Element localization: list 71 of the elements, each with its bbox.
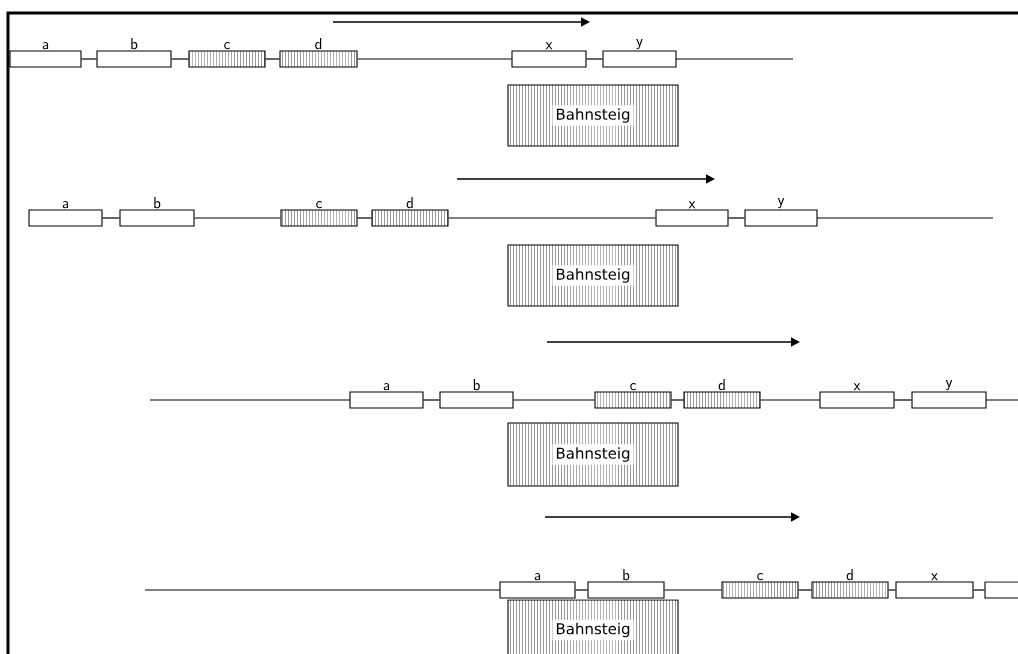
coupling-line [670,399,685,401]
coupling-line [887,589,897,591]
train-car: b [439,379,514,409]
coupling-line [663,589,723,591]
coupling-line [512,399,596,401]
coupling-line [759,399,821,401]
node-label: x [545,42,553,50]
node-label: x [931,573,938,581]
node-label: b [473,379,480,391]
coupling-line [170,58,190,60]
coupling-line [972,589,986,591]
coupling-line [574,589,589,591]
coupling-line [264,58,281,60]
train-car: a [499,573,576,599]
coupling-line [80,58,98,60]
node-label: x [853,383,861,391]
train-car: x [655,201,729,227]
train-car: c [721,573,799,599]
coupling-line [193,217,282,219]
train-car: d [279,38,358,68]
train-car: b [119,197,195,227]
coupling-line [422,399,441,401]
train-car: d [811,569,889,599]
node-label: y [945,380,953,391]
node-label: c [224,42,230,50]
train-car: b [96,38,172,68]
node-label: y [636,39,643,50]
train-car: a [349,383,424,409]
node-label: d [315,38,322,50]
train-car: a [28,201,103,227]
train-car: a [9,42,82,68]
node-label: d [846,569,853,581]
platform: Bahnsteig [507,599,679,654]
coupling-line [356,217,373,219]
coupling-line [101,217,121,219]
node-label: c [316,201,322,209]
node-label: y [777,198,785,209]
train-car: c [188,42,266,68]
node-label: a [62,201,69,209]
node-label: c [757,573,763,581]
train-car: c [594,383,672,409]
node-label: a [383,383,390,391]
node-label: x [688,201,696,209]
platform: Bahnsteig [507,422,679,487]
platform: Bahnsteig [507,84,679,147]
train-car: x [819,383,895,409]
platform: Bahnsteig [507,244,679,307]
train-car: y [602,39,677,68]
node-label: c [630,383,636,391]
node-label: d [718,379,725,391]
node-label: a [42,42,49,50]
node-label: a [534,573,541,581]
coupling-line [797,589,813,591]
train-car: x [511,42,587,68]
node-label: b [623,569,630,581]
node-label: b [154,197,161,209]
coupling-line [585,58,604,60]
coupling-line [356,58,513,60]
train-car: d [683,379,761,409]
coupling-line [447,217,657,219]
coupling-line [893,399,913,401]
coupling-line [727,217,746,219]
train-car: y [744,198,818,227]
train-car: x [895,573,974,599]
train-car: b [587,569,665,599]
node-label: d [406,197,413,209]
train-car [984,581,1018,599]
node-label: b [131,38,138,50]
train-car: d [371,197,449,227]
train-car: y [911,380,987,409]
train-car: c [280,201,358,227]
